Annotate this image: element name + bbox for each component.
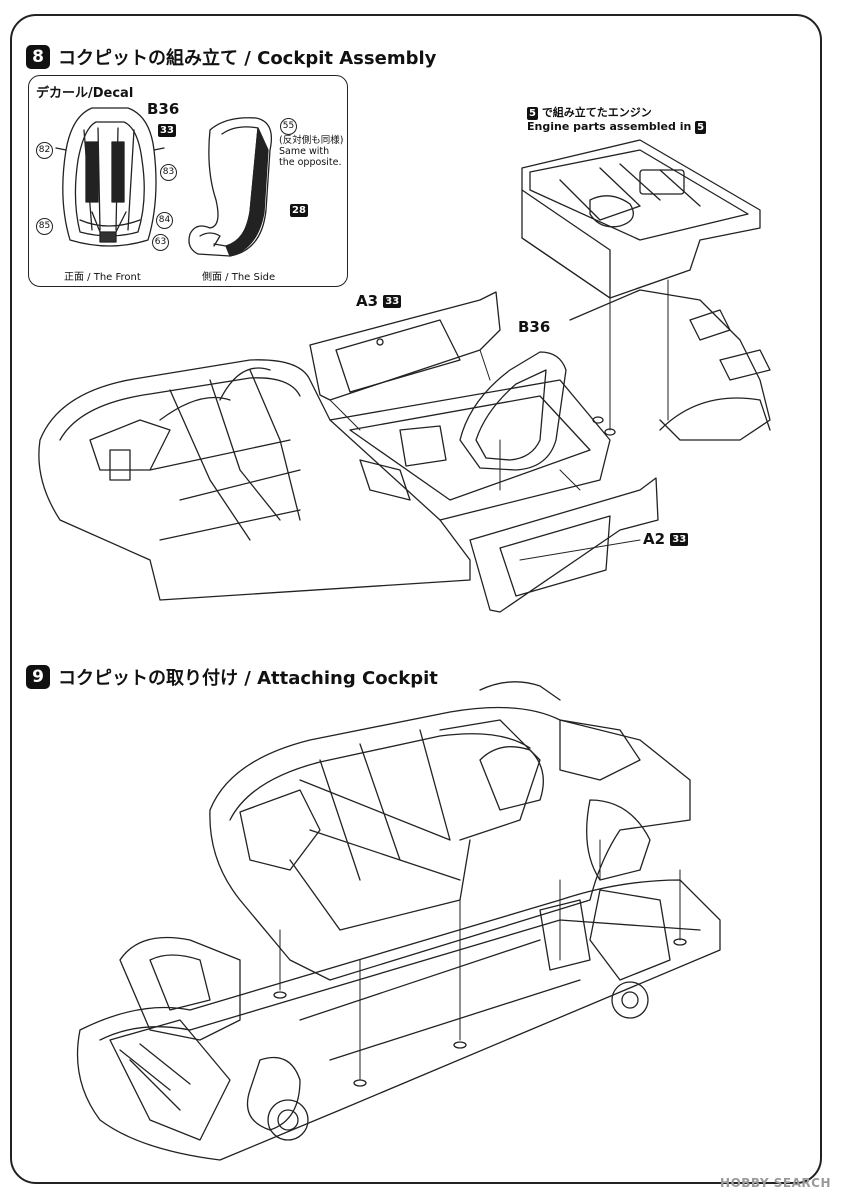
side-decal-badge: 28 xyxy=(290,204,308,217)
chassis-floor-drawing xyxy=(76,879,721,1161)
side-view-label: 側面 / The Side xyxy=(202,272,276,283)
step-9-header: 9 コクピットの取り付け / Attaching Cockpit xyxy=(26,664,438,690)
callout-front-3: 85 xyxy=(36,218,53,235)
b36-seat-drawing xyxy=(459,351,567,471)
step9-guide-lines xyxy=(279,839,681,1081)
engine-assembly-drawing xyxy=(521,139,761,299)
callout-side: 55 xyxy=(280,118,297,135)
seat-front-drawing xyxy=(55,107,165,247)
cockpit-tub-drawing xyxy=(38,359,611,601)
engine-note: 5 で組み立てたエンジン Engine parts assembled in 5 xyxy=(527,106,707,134)
a3-panel-drawing xyxy=(309,291,501,401)
part-a3-label: A3 33 xyxy=(356,292,402,310)
callout-front-4: 84 xyxy=(156,212,173,229)
callout-front-5: 63 xyxy=(152,234,169,251)
front-view-label: 正面 / The Front xyxy=(64,272,141,283)
step-8-header: 8 コクピットの組み立て / Cockpit Assembly xyxy=(26,44,436,70)
step-9-number: 9 xyxy=(26,665,50,689)
watermark: HOBBY SEARCH xyxy=(720,1176,831,1190)
instruction-sheet-border xyxy=(10,14,822,1184)
callout-front-2: 83 xyxy=(160,164,177,181)
callout-front-1: 82 xyxy=(36,142,53,159)
step-9-title: コクピットの取り付け / Attaching Cockpit xyxy=(58,668,438,689)
decal-part-badge: 33 xyxy=(158,124,176,137)
rear-subframe-drawing xyxy=(569,289,771,441)
decal-guide-box xyxy=(28,75,348,287)
assembly-guide-lines xyxy=(329,279,669,561)
decal-heading: デカール/Decal xyxy=(36,86,134,101)
side-note: (反対側も同様) Same with the opposite. xyxy=(279,135,344,168)
part-a2-label: A2 33 xyxy=(643,530,689,548)
decal-part-label: B36 xyxy=(147,100,180,118)
engine-note-badge-2: 5 xyxy=(695,120,707,134)
part-b36-label: B36 xyxy=(518,318,551,336)
engine-note-badge: 5 xyxy=(527,106,538,120)
step-8-number: 8 xyxy=(26,45,50,69)
car-body-drawing xyxy=(209,681,691,981)
seat-side-drawing xyxy=(188,117,273,257)
step-8-title: コクピットの組み立て / Cockpit Assembly xyxy=(58,48,437,69)
a2-panel-drawing xyxy=(469,477,659,613)
mount-pegs xyxy=(273,416,687,1087)
